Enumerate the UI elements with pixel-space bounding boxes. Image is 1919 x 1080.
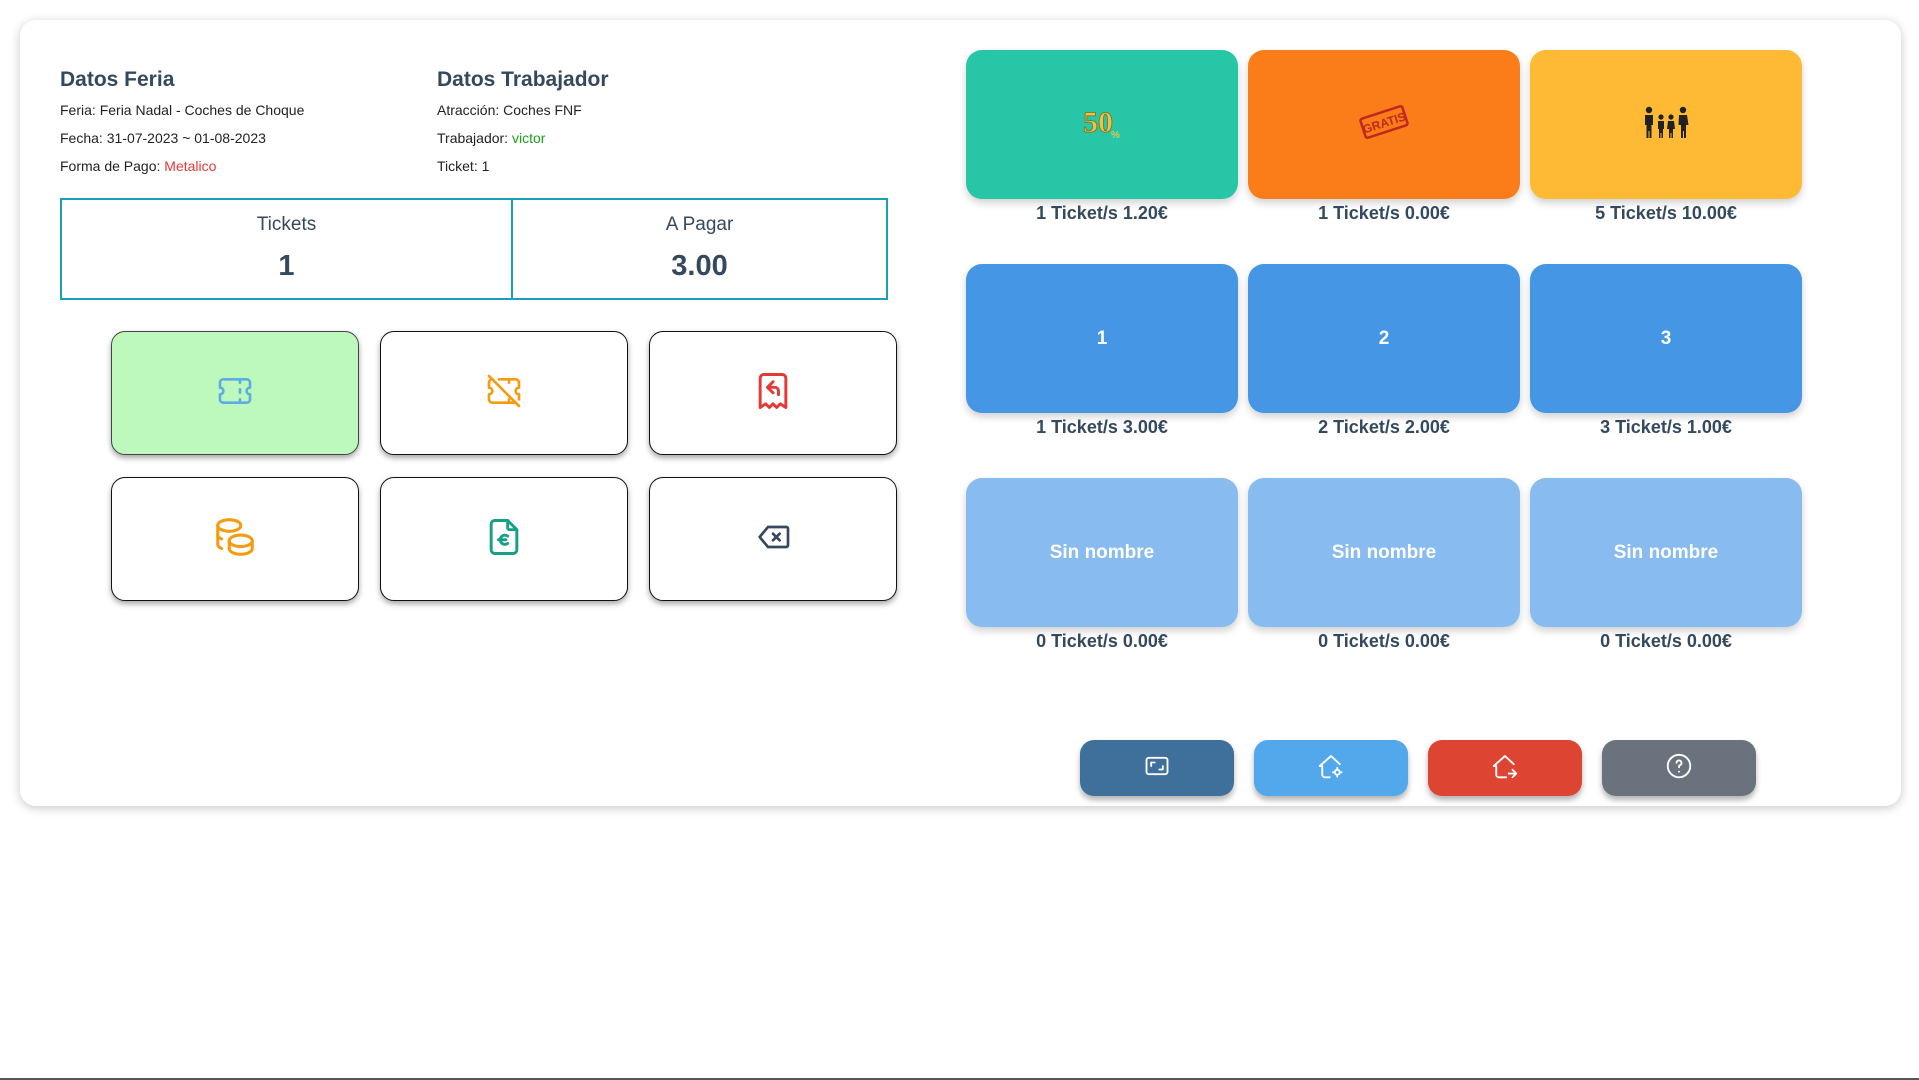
fecha-value: 31-07-2023 ~ 01-08-2023 xyxy=(106,130,266,146)
aspect-ratio-button[interactable] xyxy=(1080,740,1234,796)
home-exit-icon xyxy=(1490,751,1520,786)
gratis-stamp-icon: GRATIS xyxy=(1358,102,1410,148)
ticket-off-button[interactable] xyxy=(380,331,628,455)
pago-value: Metalico xyxy=(164,158,217,174)
tile-caption: 1 Ticket/s 1.20€ xyxy=(1036,203,1168,223)
ticket-label: Ticket: xyxy=(437,158,478,174)
ticket-icon xyxy=(212,371,258,416)
bottom-divider xyxy=(0,1078,1919,1080)
home-settings-icon xyxy=(1316,751,1346,786)
fifty-percent-icon: 50% xyxy=(1080,100,1124,150)
svg-text:%: % xyxy=(1111,130,1120,141)
feria-value: Feria Nadal - Coches de Choque xyxy=(99,102,305,118)
ticket-off-icon xyxy=(481,371,527,416)
svg-text:50: 50 xyxy=(1083,106,1113,139)
feria-row: Feria: Feria Nadal - Coches de Choque xyxy=(60,102,304,119)
tile-caption: 5 Ticket/s 10.00€ xyxy=(1595,203,1737,223)
aspect-ratio-icon xyxy=(1143,752,1171,785)
pagar-counter: A Pagar 3.00 xyxy=(511,198,888,300)
refund-button[interactable] xyxy=(649,331,897,455)
feria-label: Feria: xyxy=(60,102,96,118)
family-icon xyxy=(1642,105,1690,145)
tile-family[interactable] xyxy=(1530,50,1802,199)
fecha-row: Fecha: 31-07-2023 ~ 01-08-2023 xyxy=(60,130,304,147)
tile-3[interactable]: 3 xyxy=(1530,264,1802,413)
tile-label: 3 xyxy=(1660,327,1672,349)
tile-2[interactable]: 2 xyxy=(1248,264,1520,413)
pagar-counter-label: A Pagar xyxy=(665,214,734,235)
feria-info: Datos Feria Feria: Feria Nadal - Coches … xyxy=(60,68,304,186)
tile-label: 2 xyxy=(1378,327,1390,349)
main-card: Datos Feria Feria: Feria Nadal - Coches … xyxy=(20,20,1901,806)
tile-gratis[interactable]: GRATIS xyxy=(1248,50,1520,199)
pagar-counter-value: 3.00 xyxy=(671,250,728,282)
tile-caption: 3 Ticket/s 1.00€ xyxy=(1600,417,1732,437)
tile-caption: 2 Ticket/s 2.00€ xyxy=(1318,417,1450,437)
tile-1[interactable]: 1 xyxy=(966,264,1238,413)
trabajador-row: Trabajador: victor xyxy=(437,130,609,147)
home-exit-button[interactable] xyxy=(1428,740,1582,796)
tile-caption: 0 Ticket/s 0.00€ xyxy=(1036,631,1168,651)
trabajador-info: Datos Trabajador Atracción: Coches FNF T… xyxy=(437,68,609,186)
tile-caption: 1 Ticket/s 0.00€ xyxy=(1318,203,1450,223)
fecha-label: Fecha: xyxy=(60,130,103,146)
tile-50-percent[interactable]: 50% xyxy=(966,50,1238,199)
file-euro-button[interactable] xyxy=(380,477,628,601)
trabajador-label: Trabajador: xyxy=(437,130,509,146)
pago-label: Forma de Pago: xyxy=(60,158,161,174)
trabajador-value: victor xyxy=(511,130,546,146)
tile-label: Sin nombre xyxy=(1331,541,1437,563)
file-euro-icon xyxy=(482,514,526,565)
backspace-icon xyxy=(750,517,796,562)
help-icon xyxy=(1664,751,1694,786)
ticket-value: 1 xyxy=(481,158,490,174)
atraccion-row: Atracción: Coches FNF xyxy=(437,102,609,119)
atraccion-label: Atracción: xyxy=(437,102,500,118)
ticket-row: Ticket: 1 xyxy=(437,158,609,175)
tile-sin-nombre-1[interactable]: Sin nombre xyxy=(966,478,1238,627)
tickets-counter: Tickets 1 xyxy=(60,198,513,300)
tile-sin-nombre-2[interactable]: Sin nombre xyxy=(1248,478,1520,627)
feria-title: Datos Feria xyxy=(60,68,175,91)
tile-label: Sin nombre xyxy=(1049,541,1155,563)
backspace-button[interactable] xyxy=(649,477,897,601)
tickets-counter-label: Tickets xyxy=(256,214,317,235)
tile-caption: 1 Ticket/s 3.00€ xyxy=(1036,417,1168,437)
tile-sin-nombre-3[interactable]: Sin nombre xyxy=(1530,478,1802,627)
help-button[interactable] xyxy=(1602,740,1756,796)
coins-icon xyxy=(212,514,258,565)
ticket-button[interactable] xyxy=(111,331,359,455)
trabajador-title: Datos Trabajador xyxy=(437,68,609,91)
tile-label: Sin nombre xyxy=(1613,541,1719,563)
tile-label: 1 xyxy=(1096,327,1108,349)
pago-row: Forma de Pago: Metalico xyxy=(60,158,304,175)
receipt-refund-icon xyxy=(751,369,795,418)
tile-caption: 0 Ticket/s 0.00€ xyxy=(1600,631,1732,651)
tickets-counter-value: 1 xyxy=(278,250,295,282)
coins-button[interactable] xyxy=(111,477,359,601)
tile-caption: 0 Ticket/s 0.00€ xyxy=(1318,631,1450,651)
atraccion-value: Coches FNF xyxy=(503,102,582,118)
home-settings-button[interactable] xyxy=(1254,740,1408,796)
